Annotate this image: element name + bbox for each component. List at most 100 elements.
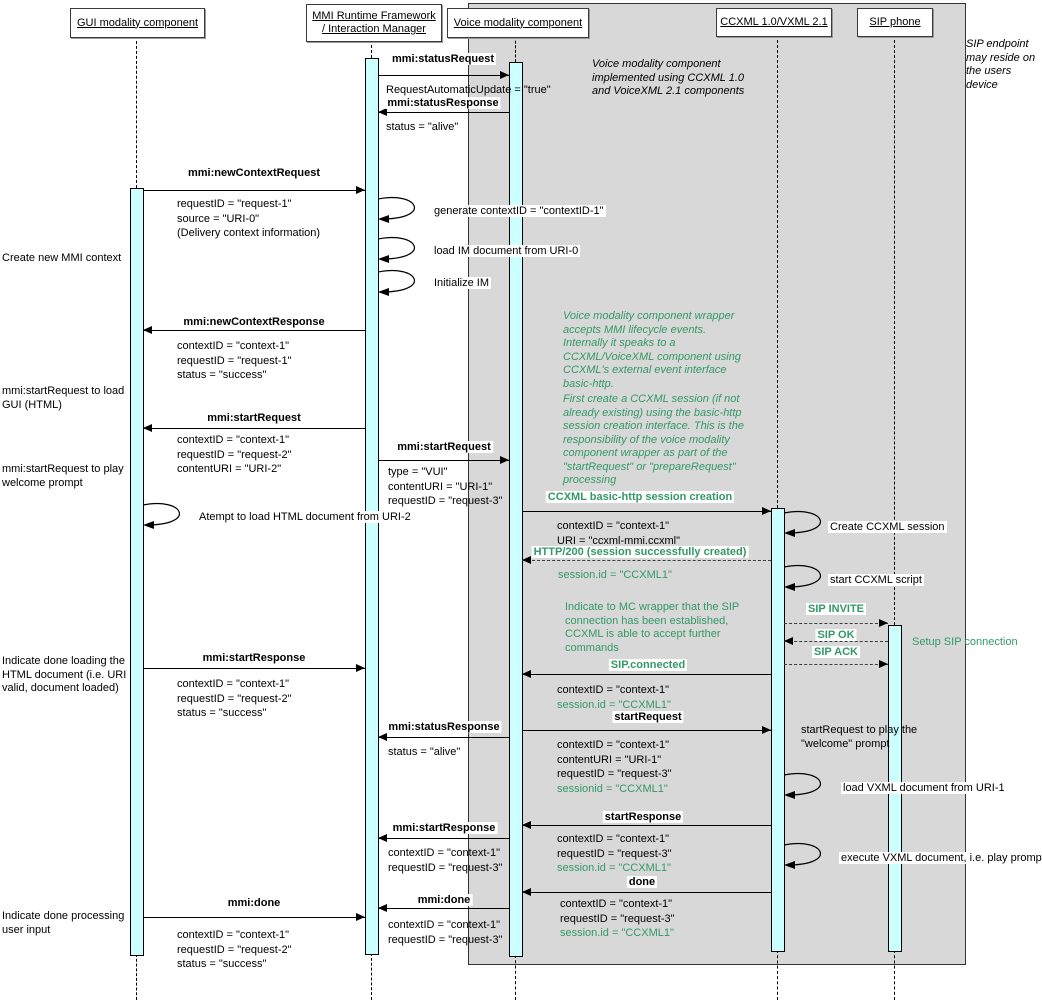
message-arrow (784, 641, 888, 642)
param-line: status = "success" (177, 958, 267, 970)
message-params: status = "alive" (388, 745, 460, 760)
message-arrow (378, 460, 509, 461)
arrowhead (522, 670, 531, 678)
message-params: contextID = "context-1"session.id = "CCX… (557, 683, 671, 712)
param-line: contextID = "context-1" (177, 340, 290, 352)
activation-bar-voice (509, 62, 523, 957)
arrowhead (378, 733, 387, 741)
message-label: mmi:statusResponse (385, 97, 501, 109)
arrowhead (500, 456, 509, 464)
param-line: requestID = "request-2" (177, 943, 292, 956)
message-label: CCXML basic-http session creation (545, 491, 735, 503)
self-loop-arc (783, 773, 822, 799)
message-label: startRequest (612, 711, 684, 723)
self-loop-arc (783, 843, 822, 869)
annotation-note: Indicate done processing user input (2, 910, 125, 936)
annotation-note: mmi:startRequest to load GUI (HTML) (2, 385, 125, 411)
param-line: contextID = "context-1" (388, 847, 501, 859)
lifeline-sip (894, 950, 895, 1000)
message-label: SIP INVITE (805, 603, 867, 615)
arrowhead (143, 424, 152, 432)
param-line: requestID = "request-3" (388, 861, 503, 874)
message-label: mmi:newContextRequest (185, 167, 323, 179)
arrowhead (378, 108, 387, 116)
message-label: done (626, 876, 658, 888)
param-line: (Delivery context information) (177, 227, 321, 239)
arrowhead (879, 660, 888, 668)
message-arrow (784, 664, 888, 665)
message-params: contextID = "context-1"requestID = "requ… (177, 677, 292, 721)
param-line: requestID = "request-1" (177, 198, 292, 210)
annotation-note: First create a CCXML session (if not alr… (563, 393, 744, 486)
message-arrow (378, 75, 509, 76)
annotation-note: SIP endpoint may reside on the users dev… (966, 38, 1036, 91)
param-line: contextID = "context-1" (560, 898, 673, 910)
param-line: requestID = "request-2" (177, 448, 292, 461)
arrowhead (356, 186, 365, 194)
message-label: mmi:startResponse (200, 652, 308, 664)
message-params: contextID = "context-1" requestID = "requ… (560, 897, 675, 941)
message-params: contextID = "context-1"requestID = "requ… (177, 433, 292, 477)
arrowhead (762, 726, 771, 734)
self-message (783, 508, 838, 543)
self-message (783, 562, 838, 597)
message-label: SIP.connected (608, 659, 688, 671)
self-message-label: start CCXML script (828, 574, 924, 586)
message-params: status = "alive" (386, 120, 458, 135)
lifeline-ccxml (777, 950, 778, 1000)
param-line: contentURI = "URI-1" (557, 753, 662, 766)
message-arrow (143, 428, 365, 429)
param-line: session.id = "CCXML1" (560, 927, 674, 939)
param-line: status = "alive" (388, 746, 461, 758)
param-line: contextID = "context-1" (177, 678, 290, 690)
message-params: contextID = "context-1"requestID = "requ… (177, 339, 292, 383)
arrowhead (522, 821, 531, 829)
message-arrow (522, 730, 771, 731)
param-line: URI = "ccxml-mmi.ccxml" (557, 534, 680, 547)
message-params: contextID = "context-1" requestID = "requ… (388, 846, 503, 875)
self-message (377, 194, 432, 229)
annotation-note: Indicate to MC wrapper that the SIP conn… (565, 601, 740, 654)
message-arrow (143, 917, 365, 918)
arrowhead (522, 556, 531, 564)
self-message (377, 267, 432, 302)
self-message-label: Initialize IM (432, 277, 492, 289)
self-loop-arc (377, 270, 416, 296)
lifeline-voice (515, 36, 516, 62)
message-label: SIP ACK (811, 646, 861, 658)
actor-box-ccxml: CCXML 1.0/VXML 2.1 (716, 8, 832, 37)
activation-bar-gui (130, 188, 144, 956)
param-line: contextID = "context-1" (557, 684, 670, 696)
message-arrow (378, 112, 509, 113)
message-arrow (784, 623, 888, 624)
message-arrow (522, 825, 771, 826)
message-params: type = "VUI"contentURI = "URI-1"requestI… (388, 465, 503, 509)
message-params: contextID = "context-1"requestID = "requ… (388, 918, 503, 947)
message-params: contextID = "context-1"contentURI = "URI… (557, 738, 672, 796)
param-line: contextID = "context-1" (557, 520, 670, 532)
param-line: RequestAutomaticUpdate = "true" (386, 84, 551, 96)
activation-bar-im (365, 58, 379, 955)
message-params: RequestAutomaticUpdate = "true" (386, 83, 551, 98)
self-message (142, 500, 197, 535)
lifeline-gui (136, 954, 137, 1000)
param-line: requestID = "request-3" (557, 768, 672, 780)
self-loop-arc (142, 503, 181, 529)
param-line: status = "success" (177, 707, 267, 719)
message-arrow (522, 560, 771, 561)
param-line: contentURI = "URI-2" (177, 463, 282, 475)
param-line: contextID = "context-1" (388, 919, 501, 931)
message-arrow (378, 838, 509, 839)
message-arrow (143, 668, 365, 669)
message-arrow (522, 892, 771, 893)
self-loop-arc (377, 197, 416, 223)
lifeline-gui (136, 36, 137, 188)
message-arrow (378, 908, 509, 909)
arrowhead (784, 637, 793, 645)
param-line: session.id = "CCXML1" (557, 862, 671, 874)
message-params: contextID = "context-1"requestID = "requ… (177, 928, 292, 972)
param-line: requestID = "request-3" (560, 912, 675, 925)
lifeline-ccxml (777, 35, 778, 508)
lifeline-im (371, 40, 372, 58)
